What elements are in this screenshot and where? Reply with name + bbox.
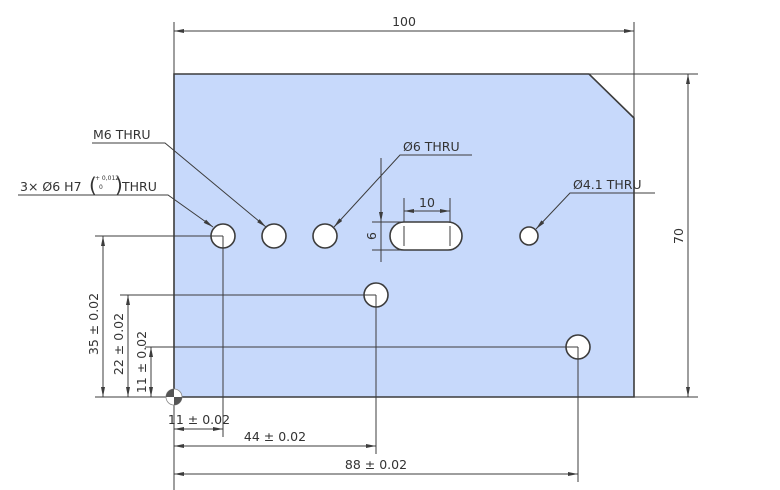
paren-close: ) <box>115 173 123 197</box>
origin-symbol <box>165 388 183 406</box>
callout-h7-lower: 0 <box>99 184 103 191</box>
dim-slot-length: 10 <box>419 195 435 210</box>
callout-h7-suffix: THRU <box>121 179 157 194</box>
dim-x11: 11 ± 0.02 <box>168 412 230 427</box>
d41-hole <box>519 226 539 246</box>
dimension-lines <box>101 29 690 476</box>
callout-h7-upper: + 0,012 <box>95 175 119 182</box>
dim-y35: 35 ± 0.02 <box>86 293 101 355</box>
callout-m6: M6 THRU <box>93 127 151 142</box>
paren-open: ( <box>89 173 97 197</box>
callout-d6: Ø6 THRU <box>403 139 460 154</box>
dim-height: 70 <box>671 228 686 244</box>
dim-slot-width: 6 <box>364 232 379 240</box>
m6-hole <box>261 223 287 249</box>
leaders <box>18 142 655 230</box>
dim-y22: 22 ± 0.02 <box>111 313 126 375</box>
callout-h7-prefix: 3× Ø6 H7 <box>20 179 82 194</box>
dim-width: 100 <box>392 14 416 29</box>
callout-d41: Ø4.1 THRU <box>573 177 642 192</box>
slot <box>389 221 463 251</box>
d6-hole <box>312 223 338 249</box>
dim-x88: 88 ± 0.02 <box>345 457 407 472</box>
extension-lines <box>95 22 698 490</box>
dim-x44: 44 ± 0.02 <box>244 429 306 444</box>
dim-y11: 11 ± 0.02 <box>134 331 149 393</box>
